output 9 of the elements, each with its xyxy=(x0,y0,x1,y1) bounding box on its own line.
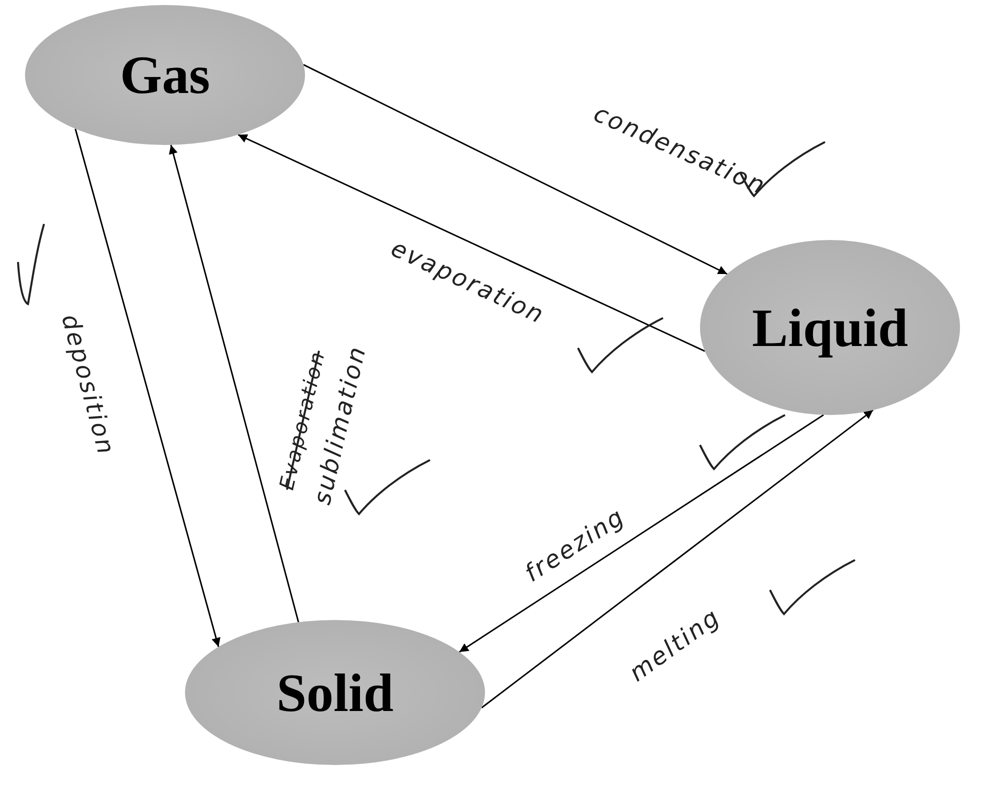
arrow xyxy=(458,414,824,653)
state-name: Solid xyxy=(276,662,394,724)
arrow xyxy=(168,144,300,622)
state-name: Liquid xyxy=(752,296,908,358)
state-name: Gas xyxy=(120,44,210,106)
arrow xyxy=(74,128,220,648)
arrow xyxy=(238,134,706,352)
arrow xyxy=(481,409,874,708)
arrow xyxy=(303,64,728,275)
